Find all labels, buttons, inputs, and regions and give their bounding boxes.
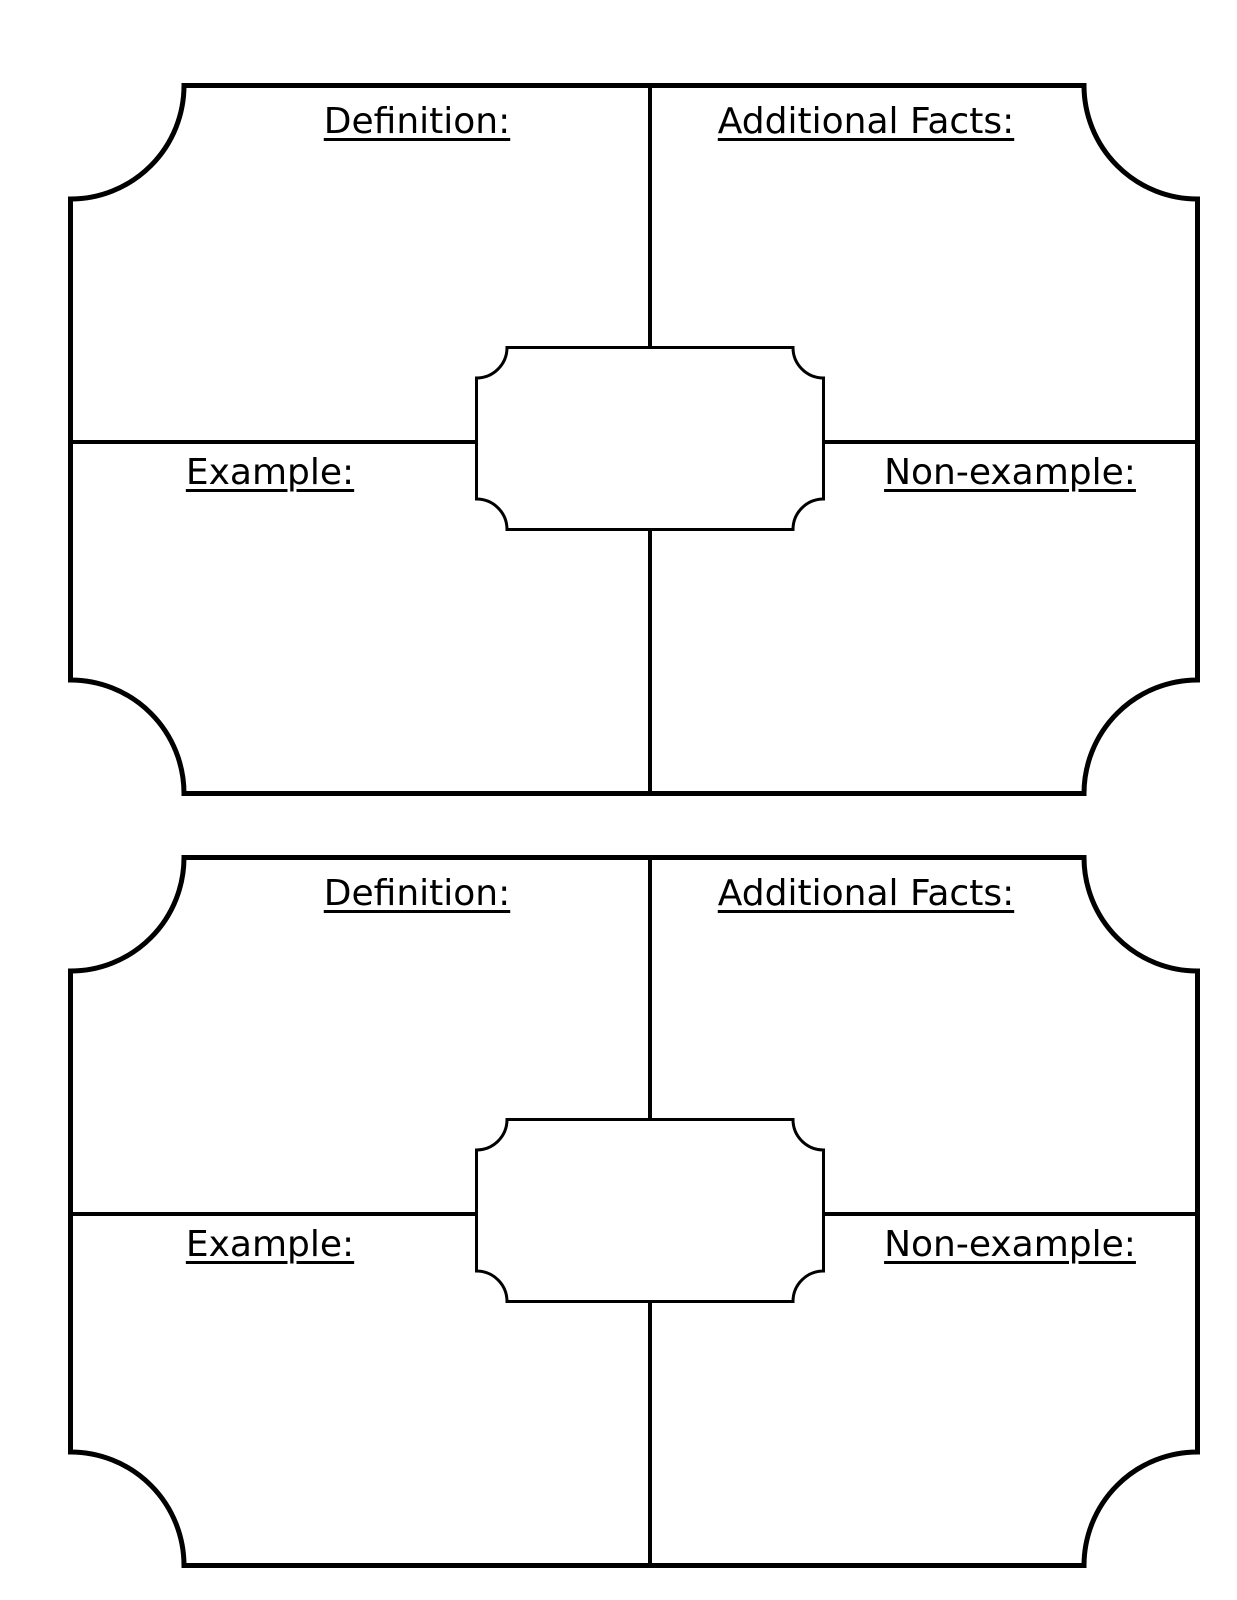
frayer-frame-graphic: [68, 855, 1200, 1568]
center-term-box-shape: [475, 346, 825, 531]
frayer-frame-graphic: [68, 83, 1200, 796]
non-example-label: Non-example:: [884, 1224, 1136, 1265]
definition-label: Definition:: [323, 873, 511, 914]
term-writing-box[interactable]: [475, 1118, 825, 1303]
example-writing-area[interactable]: [98, 1275, 463, 1535]
panel-outline-shape: [68, 83, 1200, 796]
additional-facts-label: Additional Facts:: [717, 101, 1015, 142]
frayer-model-panel-1: Definition: Additional Facts: Example: N…: [68, 83, 1200, 796]
example-writing-area[interactable]: [98, 503, 463, 763]
example-label: Example:: [185, 1224, 355, 1265]
frayer-model-panel-2: Definition: Additional Facts: Example: N…: [68, 855, 1200, 1568]
non-example-writing-area[interactable]: [838, 1275, 1168, 1535]
non-example-label: Non-example:: [884, 452, 1136, 493]
definition-label: Definition:: [323, 101, 511, 142]
additional-facts-label: Additional Facts:: [717, 873, 1015, 914]
panel-outline-shape: [68, 855, 1200, 1568]
term-writing-box[interactable]: [475, 346, 825, 531]
example-label: Example:: [185, 452, 355, 493]
non-example-writing-area[interactable]: [838, 503, 1168, 763]
center-term-box-shape: [475, 1118, 825, 1303]
